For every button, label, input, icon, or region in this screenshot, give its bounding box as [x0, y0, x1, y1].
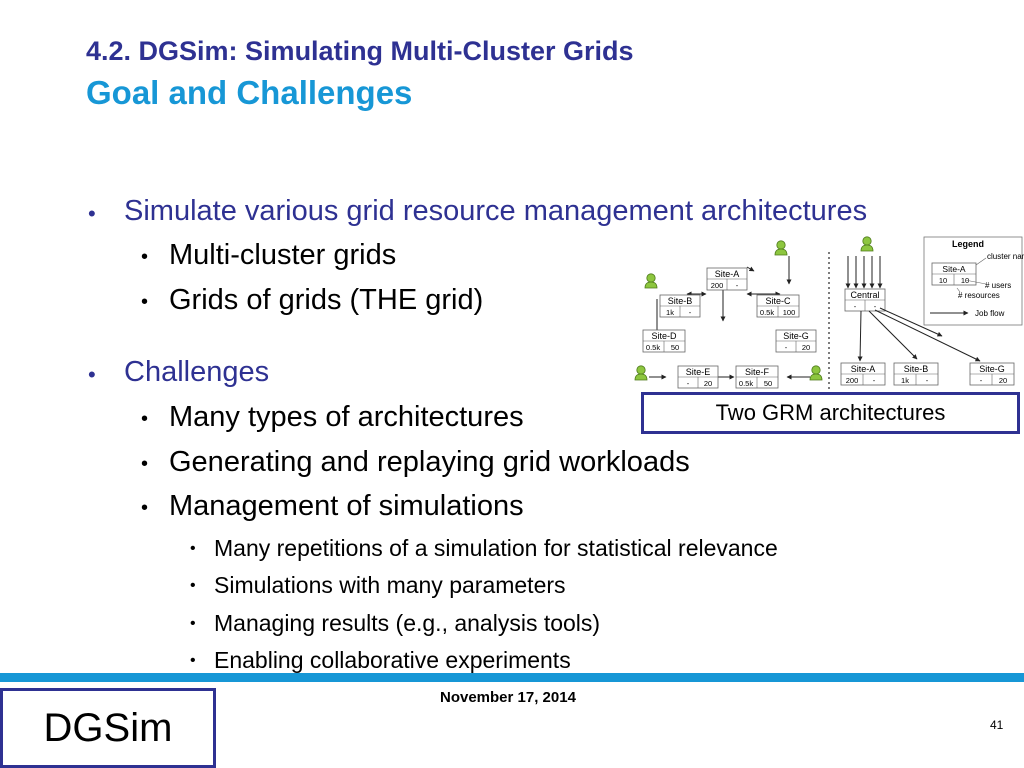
- bullet-text: Simulations with many parameters: [214, 572, 566, 598]
- site-box: Site-G - 20: [775, 329, 817, 353]
- svg-text:200: 200: [846, 376, 859, 385]
- diagram-caption: Two GRM architectures: [641, 392, 1020, 434]
- svg-text:200: 200: [711, 281, 724, 290]
- svg-text:-: -: [926, 376, 929, 385]
- bullet-item: • Simulate various grid resource manageme…: [88, 195, 868, 228]
- bullet-icon: •: [190, 652, 196, 669]
- bullet-icon: •: [190, 615, 196, 632]
- central-box: Central - -: [844, 288, 886, 312]
- site-box: Site-B 1k -: [893, 362, 939, 386]
- bullet-icon: •: [141, 291, 149, 313]
- bullet-item: • Many repetitions of a simulation for st…: [190, 535, 778, 562]
- bullet-item: • Simulations with many parameters: [190, 572, 566, 599]
- legend-jobflow-label: Job flow: [975, 309, 1005, 318]
- bullet-text: Simulate various grid resource managemen…: [124, 195, 868, 227]
- bullet-text: Management of simulations: [169, 490, 524, 522]
- svg-text:-: -: [687, 379, 690, 388]
- svg-text:-: -: [785, 343, 788, 352]
- grm-architecture-diagram: Site-A 200 - Site-B 1k - Site-C 0.5k 100…: [634, 236, 1024, 392]
- slide-title-line2: Goal and Challenges: [86, 74, 413, 111]
- svg-text:10: 10: [961, 276, 969, 285]
- svg-text:0.5k: 0.5k: [646, 343, 660, 352]
- legend-cluster-label: cluster name: [987, 252, 1024, 261]
- bullet-text: Many repetitions of a simulation for sta…: [214, 535, 778, 561]
- site-name: Site-E: [686, 367, 711, 377]
- footer-accent-bar: [0, 673, 1024, 682]
- site-name: Site-A: [715, 269, 740, 279]
- site-name: Site-G: [783, 331, 809, 341]
- svg-text:20: 20: [704, 379, 712, 388]
- site-box: Site-F 0.5k 50: [735, 365, 779, 389]
- site-box: Site-B 1k -: [659, 294, 701, 318]
- site-name: Site-B: [668, 296, 693, 306]
- bullet-item: • Managing results (e.g., analysis tools): [190, 610, 601, 637]
- site-name: Site-F: [745, 367, 770, 377]
- page-number: 41: [990, 718, 1004, 732]
- svg-text:10: 10: [939, 276, 947, 285]
- bullet-item: • Enabling collaborative experiments: [190, 647, 571, 674]
- bullet-item: • Many types of architectures: [141, 401, 524, 434]
- bullet-text: Managing results (e.g., analysis tools): [214, 610, 601, 636]
- site-name: Site-B: [904, 364, 929, 374]
- site-box: Site-A 200 -: [840, 362, 886, 386]
- svg-text:20: 20: [802, 343, 810, 352]
- dgsim-logo: DGSim: [0, 688, 216, 768]
- svg-text:-: -: [736, 281, 739, 290]
- svg-text:-: -: [980, 376, 983, 385]
- svg-text:0.5k: 0.5k: [760, 308, 774, 317]
- svg-text:100: 100: [783, 308, 796, 317]
- svg-text:50: 50: [671, 343, 679, 352]
- site-box: Site-E - 20: [677, 365, 719, 389]
- legend-resources-label: # resources: [958, 291, 1000, 300]
- svg-text:0.5k: 0.5k: [739, 379, 753, 388]
- svg-text:20: 20: [999, 376, 1007, 385]
- site-name: Site-A: [851, 364, 876, 374]
- legend-users-label: # users: [985, 281, 1011, 290]
- svg-text:50: 50: [764, 379, 772, 388]
- bullet-item: • Multi-cluster grids: [141, 239, 397, 272]
- svg-text:Site-A: Site-A: [942, 264, 965, 274]
- bullet-icon: •: [88, 362, 96, 387]
- bullet-text: Challenges: [124, 356, 270, 388]
- bullet-text: Many types of architectures: [169, 401, 524, 433]
- bullet-text: Multi-cluster grids: [169, 239, 397, 271]
- svg-text:-: -: [873, 376, 876, 385]
- bullet-icon: •: [141, 408, 149, 430]
- svg-text:1k: 1k: [666, 308, 674, 317]
- bullet-icon: •: [190, 540, 196, 557]
- bullet-item: • Management of simulations: [141, 490, 524, 523]
- bullet-icon: •: [88, 201, 96, 226]
- bullet-icon: •: [190, 577, 196, 594]
- site-name: Site-G: [979, 364, 1005, 374]
- bullet-icon: •: [141, 497, 149, 519]
- bullet-icon: •: [141, 246, 149, 268]
- bullet-text: Grids of grids (THE grid): [169, 284, 484, 316]
- svg-text:-: -: [689, 308, 692, 317]
- site-box: Site-D 0.5k 50: [642, 329, 686, 353]
- site-box: Site-G - 20: [969, 362, 1015, 386]
- site-name: Site-C: [765, 296, 791, 306]
- site-box: Site-A 200 -: [706, 267, 748, 291]
- site-box: Site-C 0.5k 100: [756, 294, 800, 318]
- bullet-text: Enabling collaborative experiments: [214, 647, 571, 673]
- slide-title-line1: 4.2. DGSim: Simulating Multi-Cluster Gri…: [86, 36, 634, 66]
- bullet-icon: •: [141, 453, 149, 475]
- bullet-item: • Challenges: [88, 356, 270, 389]
- legend: Legend Site-A 10 10 cluster name # users…: [923, 236, 1024, 326]
- slide-date: November 17, 2014: [440, 689, 576, 706]
- svg-text:1k: 1k: [901, 376, 909, 385]
- bullet-item: • Generating and replaying grid workloads: [141, 446, 690, 479]
- bullet-text: Generating and replaying grid workloads: [169, 446, 690, 478]
- site-name: Site-D: [651, 331, 677, 341]
- legend-title: Legend: [952, 239, 984, 249]
- svg-text:-: -: [854, 302, 857, 311]
- bullet-item: • Grids of grids (THE grid): [141, 284, 484, 317]
- central-name: Central: [850, 290, 879, 300]
- svg-text:-: -: [874, 302, 877, 311]
